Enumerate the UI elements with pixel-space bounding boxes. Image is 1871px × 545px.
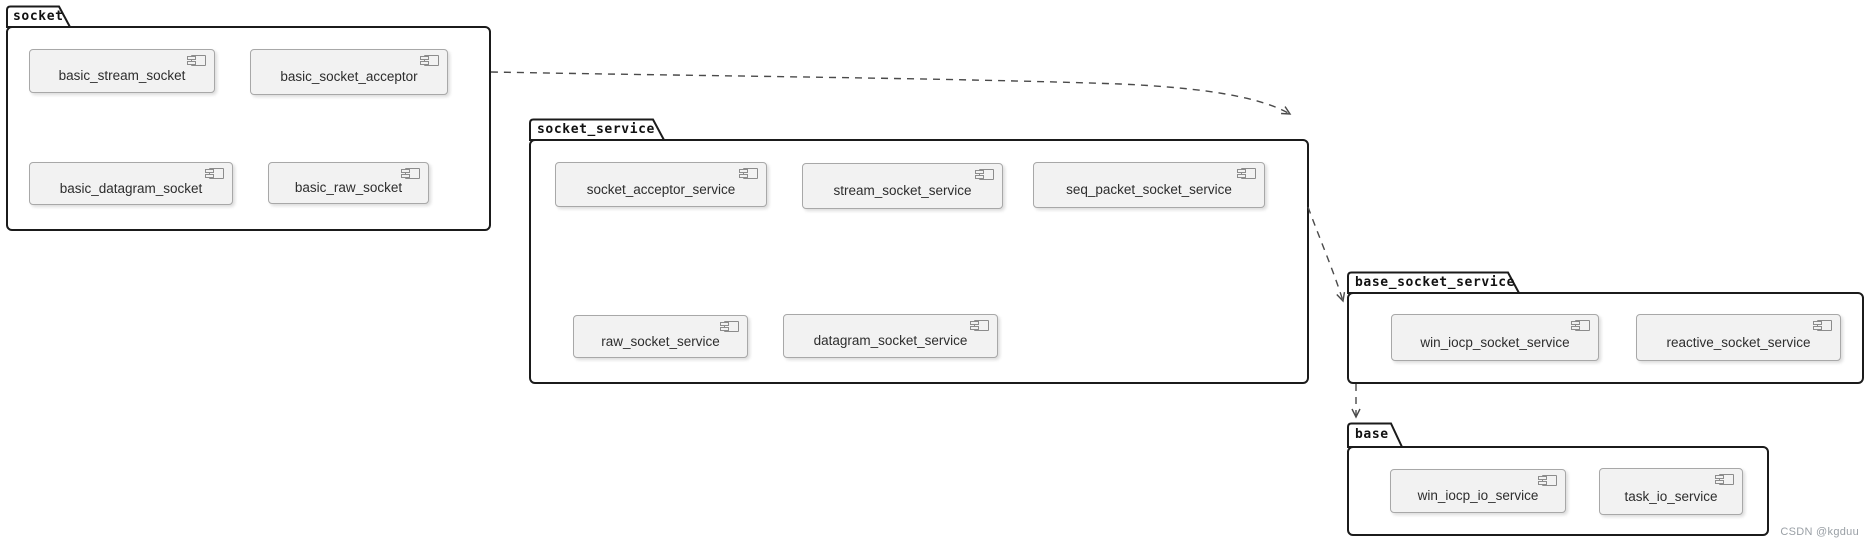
component-label: raw_socket_service [601,333,720,349]
component-seq_packet_socket_service: seq_packet_socket_service [1033,162,1265,208]
uml-component-icon [739,168,758,179]
package-label-base_socket_service: base_socket_service [1355,275,1516,290]
uml-component-icon [420,55,439,66]
uml-component-icon [975,169,994,180]
package-base-tab [1347,422,1404,448]
component-label: socket_acceptor_service [586,181,736,197]
package-base_socket_service-tab [1347,271,1521,294]
component-stream_socket_service: stream_socket_service [802,163,1003,209]
component-label: basic_socket_acceptor [280,69,418,84]
uml-component-icon [720,321,739,332]
package-socket-tab [6,5,72,28]
component-raw_socket_service: raw_socket_service [573,315,748,358]
package-label-base: base [1355,427,1389,442]
component-label: reactive_socket_service [1666,334,1811,350]
component-label: basic_stream_socket [58,68,186,83]
component-label: win_iocp_io_service [1417,488,1539,503]
component-win_iocp_socket_service: win_iocp_socket_service [1391,314,1599,361]
package-label-socket: socket [13,9,64,24]
component-label: basic_datagram_socket [59,180,203,196]
component-win_iocp_io_service: win_iocp_io_service [1390,469,1566,513]
component-label: datagram_socket_service [813,333,968,348]
component-task_io_service: task_io_service [1599,468,1743,515]
uml-component-icon [187,55,206,66]
component-datagram_socket_service: datagram_socket_service [783,314,998,358]
uml-component-icon [1715,474,1734,485]
package-socket_service-tab [529,118,666,141]
uml-component-icon [1813,320,1832,331]
uml-component-icon [1571,320,1590,331]
component-basic_stream_socket: basic_stream_socket [29,49,215,93]
dependency-arrow-socket_service-to-base_socket_service [1307,206,1346,303]
component-basic_raw_socket: basic_raw_socket [268,162,429,204]
package-label-socket_service: socket_service [537,122,655,137]
component-reactive_socket_service: reactive_socket_service [1636,314,1841,361]
uml-component-icon [205,168,224,179]
dependency-arrow-socket-to-socket_service [490,71,1292,115]
uml-component-icon [1538,475,1557,486]
component-basic_socket_acceptor: basic_socket_acceptor [250,49,448,95]
component-basic_datagram_socket: basic_datagram_socket [29,162,233,205]
uml-component-icon [401,168,420,179]
component-label: task_io_service [1624,488,1718,504]
csdn-watermark: CSDN @kgduu [1780,526,1859,538]
component-socket_acceptor_service: socket_acceptor_service [555,162,767,207]
component-label: win_iocp_socket_service [1420,334,1570,350]
uml-component-icon [970,320,989,331]
component-label: basic_raw_socket [294,180,403,195]
component-label: stream_socket_service [833,183,972,198]
uml-component-icon [1237,168,1256,179]
component-label: seq_packet_socket_service [1066,182,1232,197]
